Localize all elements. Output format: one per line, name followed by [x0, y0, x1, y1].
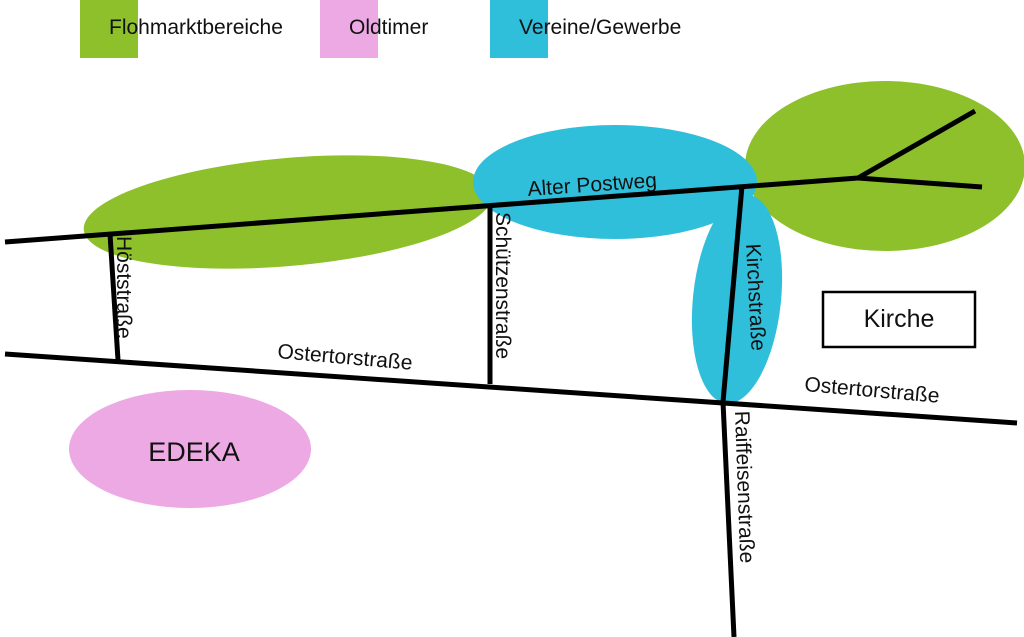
- kirche-label: Kirche: [864, 305, 935, 333]
- label-raiffeisenstrasse: Raiffeisenstraße: [730, 410, 758, 563]
- road-raiffeisenstrasse: [720, 401, 737, 637]
- road-ostertorstrasse: [4, 351, 1018, 426]
- legend-swatch-flohmarkt: [80, 0, 138, 58]
- flohmarkt-area-west: [83, 155, 493, 269]
- label-hoeststrasse: Höststraße: [112, 236, 135, 339]
- legend-label-vereine: Vereine/Gewerbe: [519, 16, 682, 39]
- legend-swatch-oldtimer: [320, 0, 378, 58]
- vereine-area-kirchstrasse: [691, 194, 783, 404]
- legend-label-flohmarkt: Flohmarktbereiche: [109, 16, 283, 39]
- road-east-branch-2: [857, 175, 983, 190]
- kirche-box: [821, 290, 977, 349]
- legend-label-oldtimer: Oldtimer: [349, 16, 429, 39]
- label-ostertorstrasse-east: Ostertorstraße: [804, 373, 941, 408]
- legend-swatch-vereine: [490, 0, 548, 58]
- edeka-label: EDEKA: [148, 437, 240, 467]
- label-kirchstrasse: Kirchstraße: [741, 243, 770, 351]
- flohmarkt-area-east: [745, 81, 1024, 251]
- road-hoeststrasse: [107, 233, 121, 361]
- road-alter-postweg: [4, 175, 859, 245]
- vereine-area-postweg: [473, 125, 757, 239]
- oldtimer-area-edeka: [69, 390, 311, 508]
- road-east-branch-1: [856, 108, 977, 181]
- label-schuetzenstrasse: Schützenstraße: [491, 212, 514, 359]
- label-ostertorstrasse-west: Ostertorstraße: [277, 340, 414, 375]
- road-kirchstrasse: [720, 185, 745, 403]
